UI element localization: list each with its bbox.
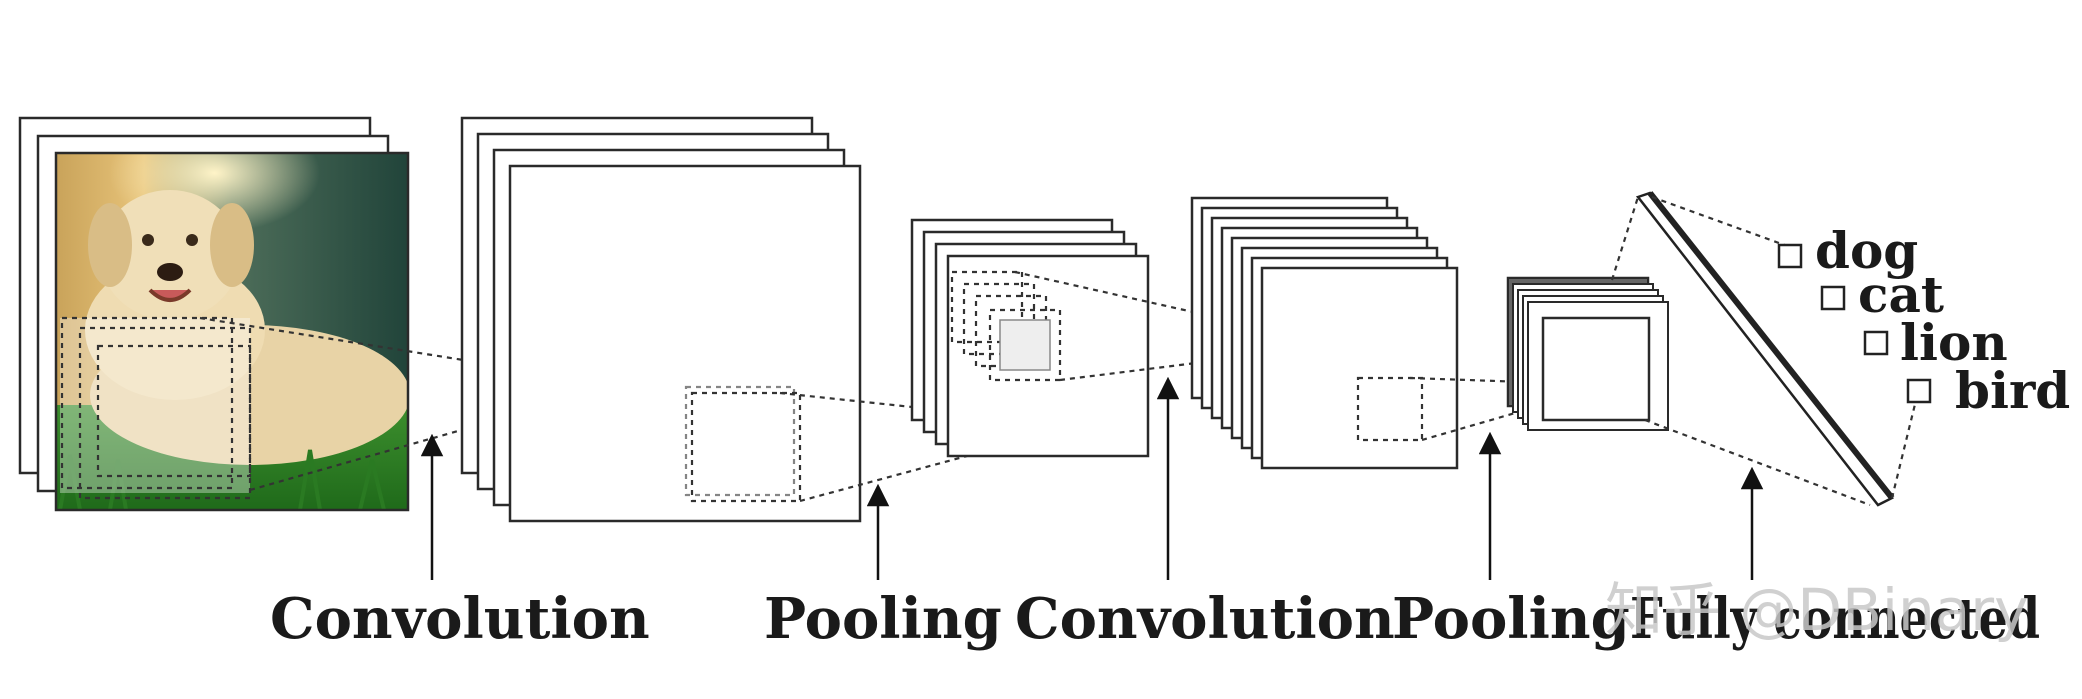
stage-label-fully-connected: Fully connected <box>1630 586 2040 652</box>
input-receptive-field-1 <box>60 316 234 490</box>
stage-labels: Convolution Pooling Convolution Pooling … <box>270 586 2040 652</box>
projection-pool2-to-fc <box>1610 196 1871 507</box>
pool1-feature-maps <box>910 218 1150 458</box>
conv2-pooling-window <box>1356 376 1424 442</box>
output-label-dog: dog <box>1815 221 1918 280</box>
pool2-feature-maps <box>1506 276 1669 431</box>
conv2-feature-maps <box>1190 196 1459 470</box>
output-checkbox-dog <box>1777 243 1803 269</box>
output-label-lion: lion <box>1900 313 2008 372</box>
watermark: 知乎 @DBinary <box>1605 576 2028 644</box>
projection-fc-to-outputs <box>1651 195 1920 499</box>
output-checkbox-bird <box>1906 378 1932 404</box>
output-checkbox-cat <box>1820 285 1846 311</box>
output-label-cat: cat <box>1858 265 1944 324</box>
input-receptive-field-2 <box>78 326 252 500</box>
input-image-stack <box>18 116 410 512</box>
stage-label-convolution-2: Convolution <box>1015 586 1395 652</box>
stage-label-pooling-1: Pooling <box>764 586 1002 652</box>
output-classes: dog cat lion bird <box>1777 221 2070 420</box>
conv1-pooling-window <box>690 391 802 503</box>
stage-label-convolution-1: Convolution <box>270 586 650 652</box>
output-checkbox-lion <box>1863 330 1889 356</box>
conv1-feature-maps <box>460 116 862 523</box>
stage-arrows <box>420 376 1764 580</box>
output-label-bird: bird <box>1955 361 2070 420</box>
stage-label-pooling-2: Pooling <box>1392 586 1630 652</box>
